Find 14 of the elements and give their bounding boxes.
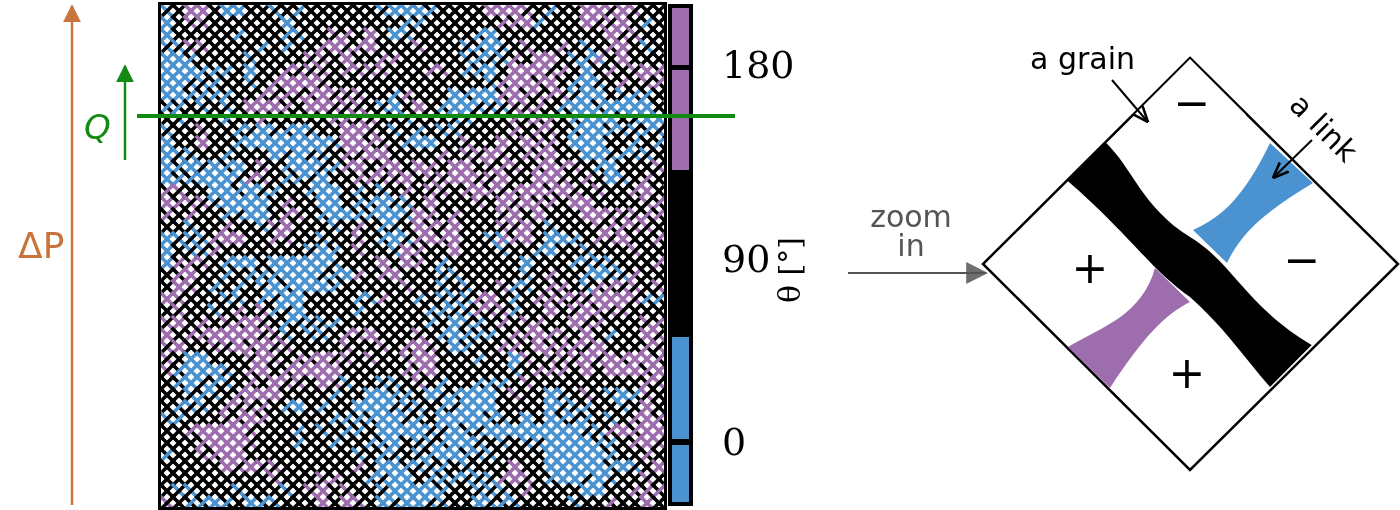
- leader-line: [1271, 139, 1313, 180]
- arrow: [847, 262, 989, 284]
- axis-label: θ [°]: [775, 237, 805, 303]
- tick-label: 0: [722, 423, 747, 461]
- sign-label: −: [1283, 246, 1321, 274]
- leader-line: [1111, 79, 1150, 124]
- callout-label: a grain: [1030, 44, 1136, 74]
- axis-label: Q: [84, 110, 111, 144]
- axis-label: ΔP: [18, 228, 65, 264]
- tick-label: 90: [722, 240, 771, 278]
- sign-label: +: [1071, 254, 1109, 282]
- sign-label: −: [1173, 89, 1211, 117]
- sign-label: +: [1168, 359, 1206, 387]
- tick-label: 180: [722, 46, 795, 84]
